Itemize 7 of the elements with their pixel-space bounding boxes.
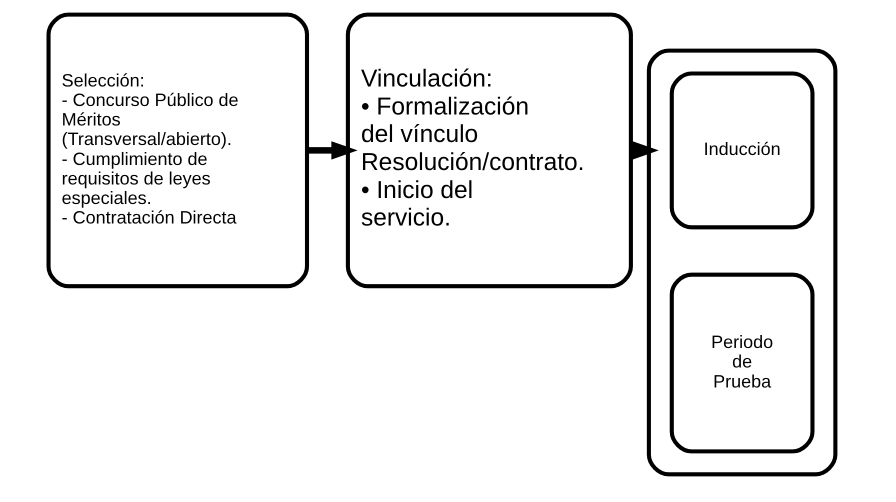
node-box: Inducción: [669, 71, 814, 230]
arrow: [306, 141, 358, 160]
cluster: [646, 48, 837, 476]
node-box: Vinculación: • Formalización del vínculo Resolución/contrato. • Inicio del servicio.: [345, 12, 632, 288]
node-box: Selección: - Concurso Público de Méritos (Transversal/abierto). - Cumplimiento de requisitos de leyes especiales. - Contratación Directa: [46, 12, 309, 288]
node-box: Periodo de Prueba: [669, 272, 814, 454]
arrow: [632, 141, 658, 160]
